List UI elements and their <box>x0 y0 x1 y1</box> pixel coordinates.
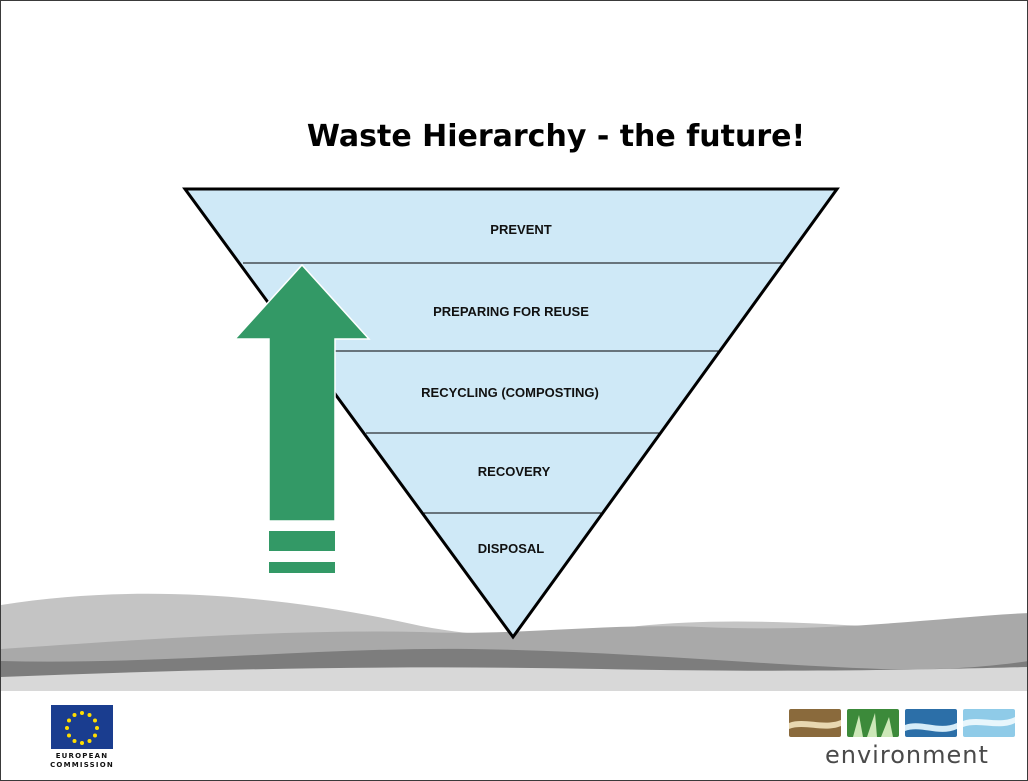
environment-wordmark: environment <box>825 741 989 769</box>
arrow-tail-stripe <box>269 531 335 551</box>
wave-decoration <box>1 593 1027 691</box>
slide-title: Waste Hierarchy - the future! <box>306 119 806 154</box>
environment-tiles-icon <box>789 709 1015 737</box>
upward-arrow <box>233 263 371 522</box>
environment-logo: environment <box>789 707 1019 777</box>
tier-recovery-label: RECOVERY <box>477 464 551 479</box>
eu-logo-line1: EUROPEAN <box>55 752 109 760</box>
tier-disposal-label: DISPOSAL <box>477 541 545 556</box>
tier-recycling-label: RECYCLING (COMPOSTING) <box>421 385 599 400</box>
european-commission-logo: EUROPEAN COMMISSION <box>47 705 117 775</box>
eu-logo-text: EUROPEAN COMMISSION <box>47 752 117 770</box>
hierarchy-triangle <box>182 187 840 640</box>
tier-prevent-label: PREVENT <box>490 222 552 237</box>
eu-flag-icon <box>51 705 113 749</box>
tier-preparing-for-reuse-label: PREPARING FOR REUSE <box>433 304 589 319</box>
arrow-tail-stripe <box>269 562 335 573</box>
eu-logo-line2: COMMISSION <box>50 761 114 769</box>
